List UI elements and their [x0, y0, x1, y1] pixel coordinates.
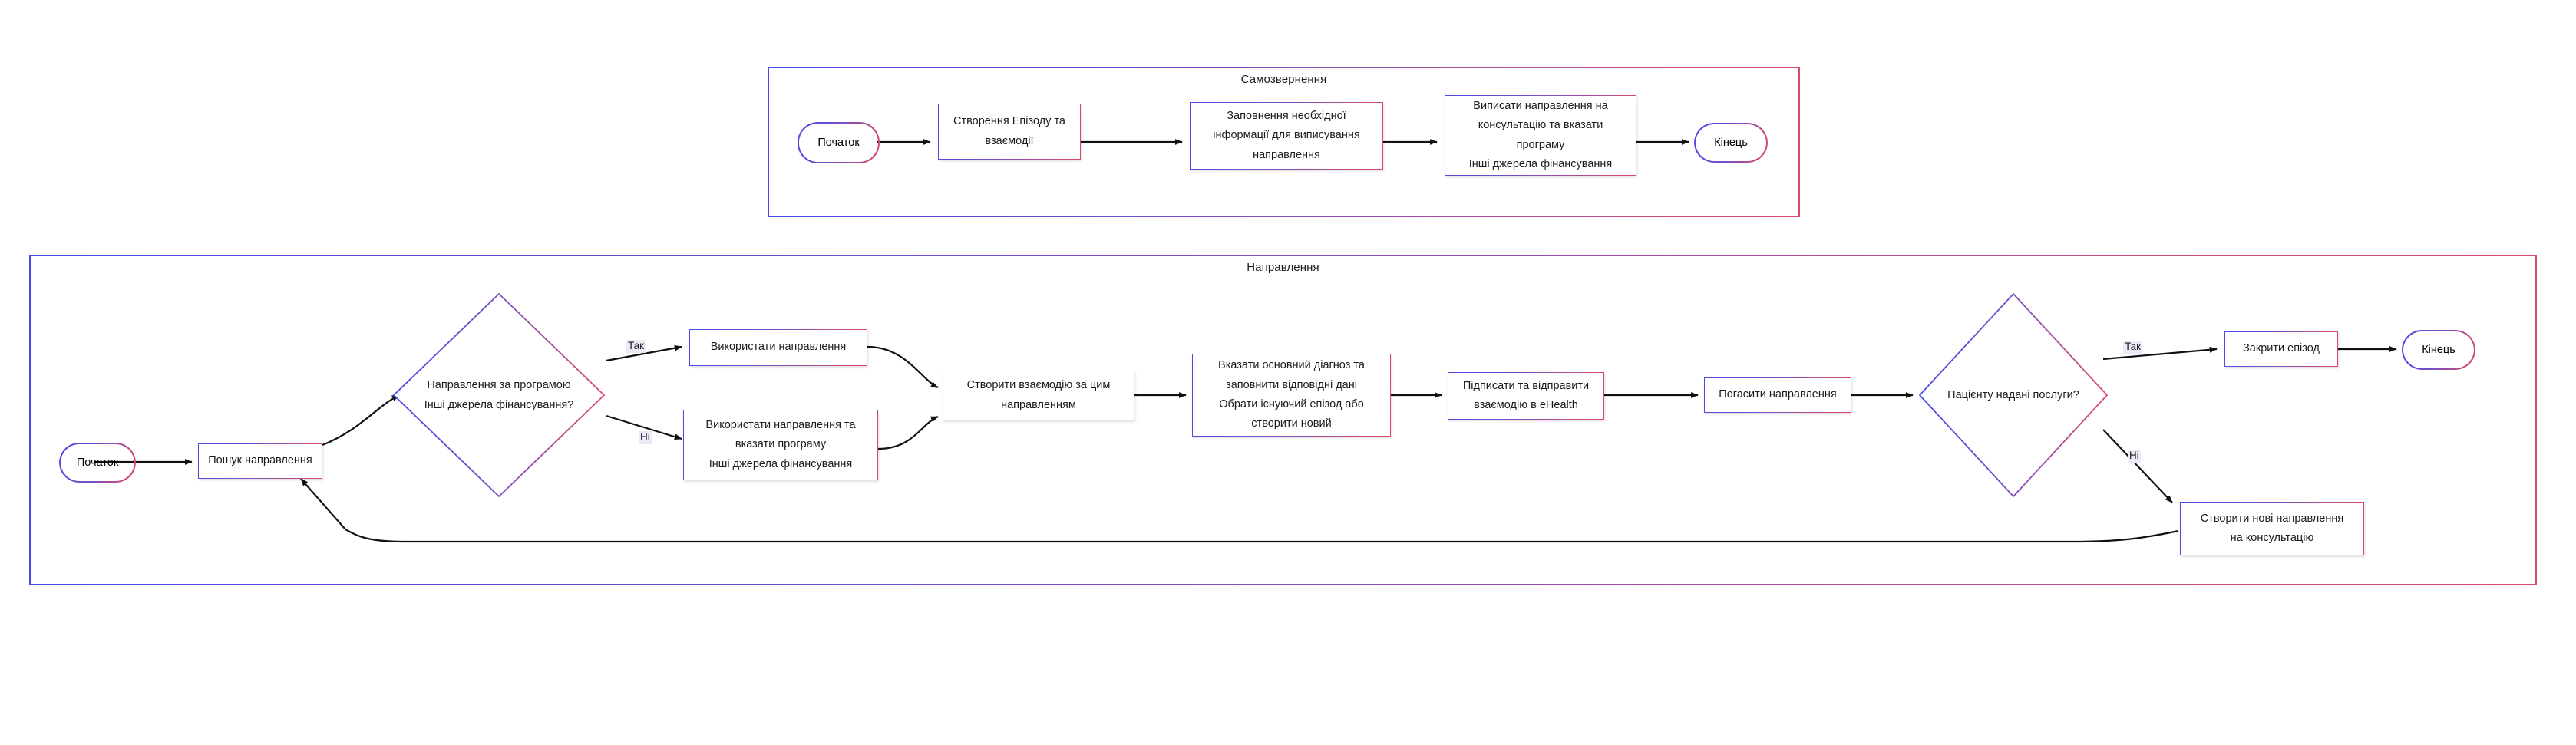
lane-title-self-referral: Самозвернення [1240, 73, 1327, 86]
node-line-1: Використати направлення та [705, 418, 856, 431]
node-line-4: Інші джерела фінансування [1468, 157, 1613, 170]
node-use-referral[interactable]: Використати направлення [689, 329, 867, 366]
node-line-1: Створити нові направлення [2200, 512, 2344, 525]
node-line-3: програму [1516, 138, 1565, 151]
node-line-2: вказати програму [735, 438, 827, 451]
node-end-referral[interactable]: Кінець [2403, 331, 2475, 369]
node-line-2: взаємодію в eHealth [1474, 399, 1578, 411]
edge-label-services-yes: Так [2123, 341, 2143, 354]
decision-text: Пацієнту надані послуги? [1947, 385, 2079, 405]
node-write-referral-consultation[interactable]: Виписати направлення на консультацію та … [1445, 95, 1636, 176]
node-decision-services-provided[interactable]: Пацієнту надані послуги? [1917, 292, 2109, 499]
node-line-3: Обрати існуючий епізод або [1219, 398, 1364, 410]
node-sign-and-send[interactable]: Підписати та відправити взаємодію в eHea… [1448, 372, 1604, 420]
node-search-referral[interactable]: Пошук направлення [198, 443, 322, 479]
diamond-shape [1918, 292, 2109, 498]
node-close-referral[interactable]: Погасити направлення [1704, 377, 1851, 413]
node-decision-referral-program[interactable]: Направлення за програмою Інші джерела фі… [391, 292, 606, 499]
node-line-4: створити новий [1251, 417, 1332, 430]
node-line-3: направлення [1253, 148, 1320, 161]
node-label: Використати направлення [710, 341, 847, 354]
diamond-shape [392, 292, 606, 498]
decision-line-2: Інші джерела фінансування? [424, 399, 574, 411]
node-line-2: заповнити відповідні дані [1226, 378, 1357, 391]
edge-label-program-no: Ні [639, 431, 652, 444]
node-create-episode[interactable]: Створення Епізоду та взаємодії [938, 104, 1081, 160]
node-line-3: Інші джерела фінансування [708, 457, 853, 470]
node-label: Початок [817, 137, 860, 149]
node-create-new-referrals[interactable]: Створити нові направлення на консультаці… [2180, 502, 2364, 555]
decision-text: Направлення за програмою Інші джерела фі… [424, 375, 574, 415]
node-label: Закрити епізод [2243, 342, 2320, 355]
node-line-1: Виписати направлення на [1473, 99, 1608, 112]
node-line-2: направленням [1001, 398, 1076, 411]
decision-line-1: Направлення за програмою [427, 378, 571, 391]
lane-title-referral: Направлення [1247, 261, 1319, 274]
node-use-referral-with-program[interactable]: Використати направлення та вказати прогр… [683, 410, 878, 480]
node-label: Пошук направлення [208, 454, 312, 467]
edge-label-services-no: Ні [2128, 450, 2141, 463]
node-end-self-referral[interactable]: Кінець [1695, 124, 1767, 162]
node-line-1: Створити взаємодію за цим [966, 379, 1111, 392]
node-create-encounter[interactable]: Створити взаємодію за цим направленням [943, 371, 1134, 420]
node-start-self-referral[interactable]: Початок [798, 123, 879, 163]
node-line-2: взаємодії [985, 134, 1034, 147]
edge-label-program-yes: Так [626, 340, 646, 353]
node-line-2: на консультацію [2230, 532, 2314, 544]
node-specify-diagnosis[interactable]: Вказати основний діагноз та заповнити ві… [1192, 354, 1391, 437]
node-label: Погасити направлення [1719, 388, 1837, 401]
node-label: Початок [76, 457, 119, 469]
node-line-2: інформації для виписування [1213, 129, 1360, 142]
node-line-1: Заповнення необхідної [1227, 109, 1346, 122]
node-line-1: Створення Епізоду та [953, 115, 1065, 128]
node-line-2: консультацію та вказати [1478, 119, 1603, 132]
node-close-episode[interactable]: Закрити епізод [2224, 331, 2338, 367]
node-start-referral[interactable]: Початок [60, 443, 135, 482]
decision-line-1: Пацієнту надані послуги? [1947, 388, 2079, 401]
node-line-1: Вказати основний діагноз та [1218, 359, 1365, 372]
node-line-1: Підписати та відправити [1462, 379, 1590, 392]
node-fill-required-info[interactable]: Заповнення необхідної інформації для вип… [1190, 102, 1383, 170]
node-label: Кінець [1714, 137, 1748, 149]
node-label: Кінець [2422, 344, 2455, 356]
